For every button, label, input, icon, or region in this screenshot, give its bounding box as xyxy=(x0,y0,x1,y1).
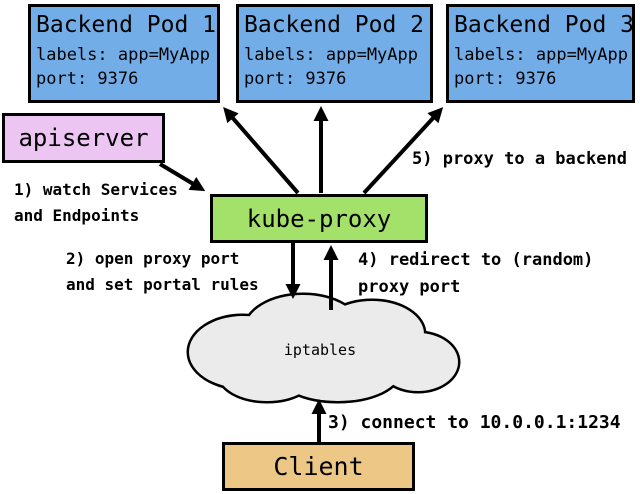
annotation-step-3: 3) connect to 10.0.0.1:1234 xyxy=(328,412,621,433)
client-label: Client xyxy=(273,452,364,481)
annotation-step-4: 4) redirect to (random) proxy port xyxy=(358,250,594,297)
iptables-label: iptables xyxy=(283,341,357,359)
backend-pod-1-labels: labels: app=MyApp xyxy=(36,45,210,65)
apiserver-label: apiserver xyxy=(18,124,149,152)
backend-pod-1-port: port: 9376 xyxy=(36,69,139,89)
backend-pod-3-title: Backend Pod 3 xyxy=(454,12,635,38)
arrow-kubeproxy-to-pod3 xyxy=(362,107,444,195)
annotation-step-1: 1) watch Services and Endpoints xyxy=(14,180,178,225)
backend-pod-3-port: port: 9376 xyxy=(454,69,557,89)
backend-pod-1-box: Backend Pod 1 labels: app=MyApp port: 93… xyxy=(28,4,220,103)
apiserver-box: apiserver xyxy=(2,113,165,163)
backend-pod-2-box: Backend Pod 2 labels: app=MyApp port: 93… xyxy=(236,4,433,103)
kube-proxy-label: kube-proxy xyxy=(246,204,392,233)
annotation-step-5: 5) proxy to a backend xyxy=(412,149,627,169)
arrow-apiserver-to-kubeproxy xyxy=(158,162,206,192)
annotation-step-2: 2) open proxy port and set portal rules xyxy=(66,249,259,294)
kube-proxy-box: kube-proxy xyxy=(210,194,428,243)
client-box: Client xyxy=(222,442,415,491)
backend-pod-3-labels: labels: app=MyApp xyxy=(454,45,628,65)
iptables-cloud xyxy=(186,292,461,404)
backend-pod-1-title: Backend Pod 1 xyxy=(36,12,217,38)
backend-pod-3-box: Backend Pod 3 labels: app=MyApp port: 93… xyxy=(446,4,635,103)
backend-pod-2-title: Backend Pod 2 xyxy=(244,12,425,38)
backend-pod-2-port: port: 9376 xyxy=(244,69,347,89)
arrow-kubeproxy-to-pod1 xyxy=(223,106,300,195)
backend-pod-2-labels: labels: app=MyApp xyxy=(244,45,418,65)
